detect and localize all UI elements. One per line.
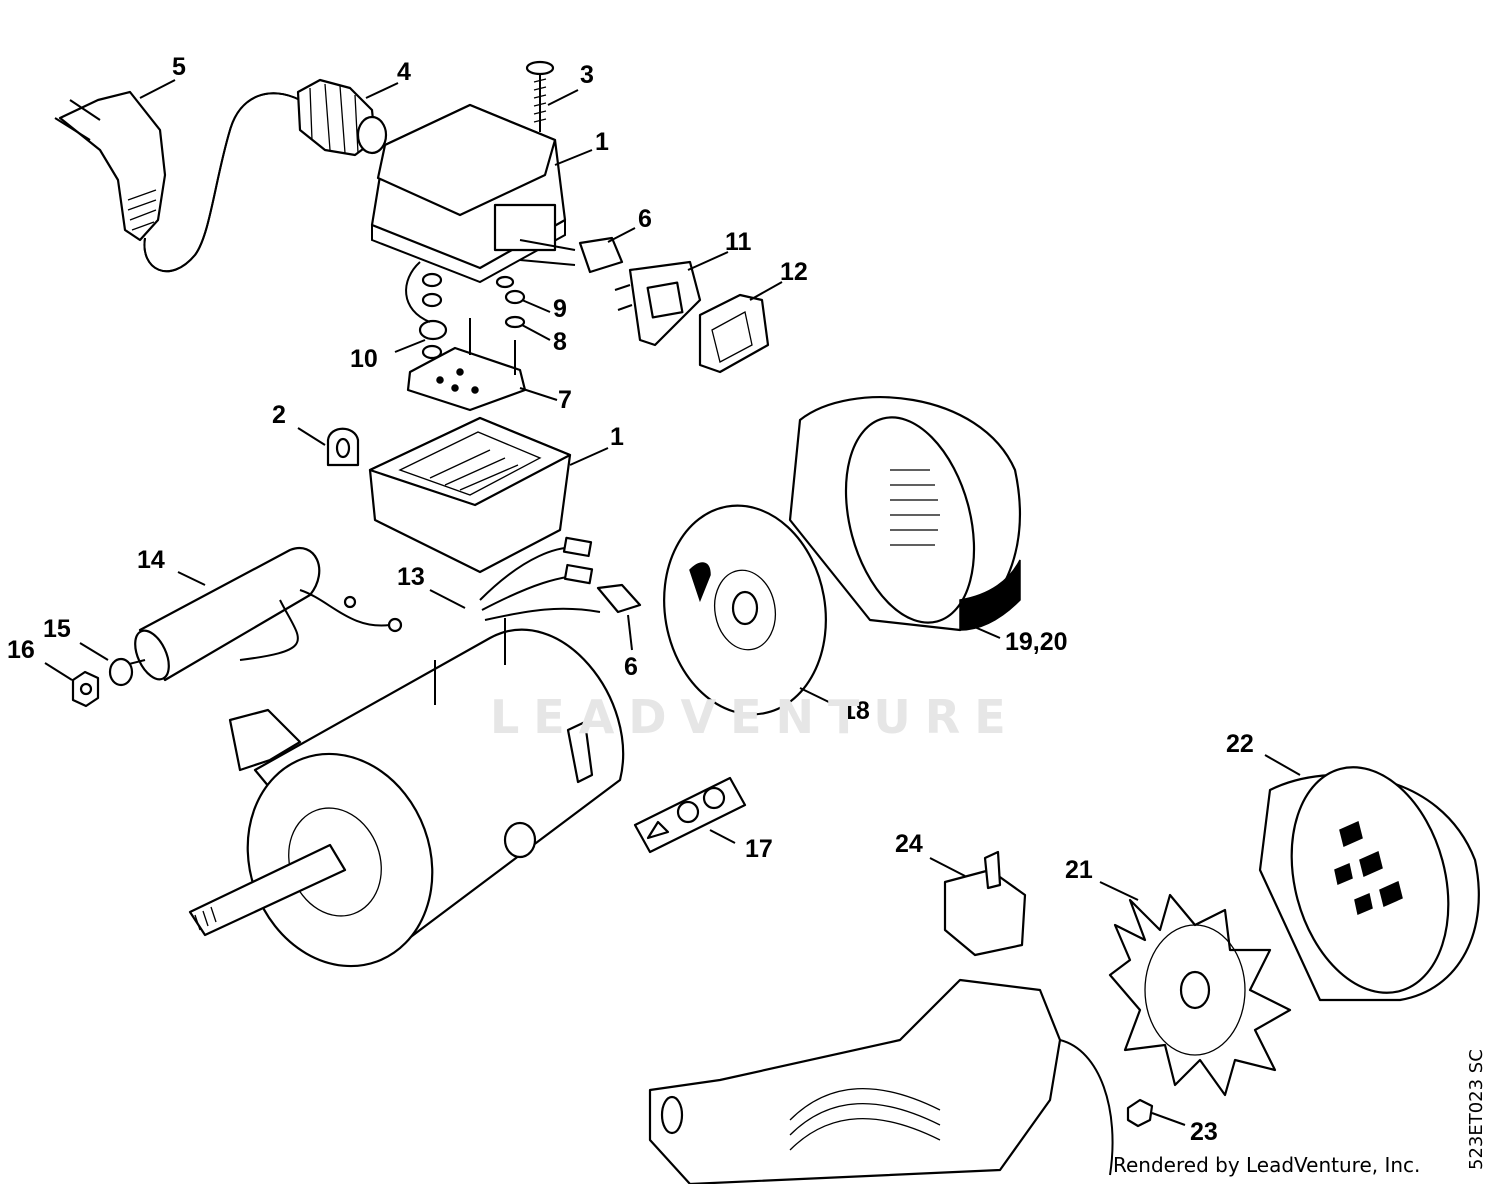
fan-wheel — [1108, 893, 1292, 1097]
callout-23: 23 — [1190, 1118, 1218, 1146]
callout-22: 22 — [1226, 730, 1254, 758]
grommet — [326, 427, 360, 467]
callout-9: 9 — [553, 295, 567, 323]
callout-21: 21 — [1065, 856, 1093, 884]
cable-gland — [296, 78, 388, 157]
small-screw — [1126, 1098, 1154, 1128]
callout-19-20: 19,20 — [1005, 628, 1068, 656]
switch-cover — [698, 293, 770, 374]
callout-10: 10 — [350, 345, 378, 373]
callout-24: 24 — [895, 830, 923, 858]
callout-7: 7 — [558, 386, 572, 414]
drawing-code: 523ET023 SC — [1466, 1049, 1487, 1170]
mains-plug — [54, 90, 301, 273]
terminal-box-base — [368, 416, 572, 574]
callout-13: 13 — [397, 563, 425, 591]
callout-6-lower: 6 — [624, 653, 638, 681]
terminal-box-cover — [370, 103, 567, 284]
hex-nut — [71, 670, 100, 708]
render-credit: Rendered by LeadVenture, Inc. — [1113, 1153, 1421, 1177]
callout-2: 2 — [272, 401, 286, 429]
callout-3: 3 — [580, 61, 594, 89]
callout-1-lower: 1 — [610, 423, 624, 451]
callout-leaders — [44, 79, 1301, 1126]
callout-5: 5 — [172, 53, 186, 81]
flat-connector-lower — [596, 583, 642, 614]
motor — [188, 618, 625, 968]
rocker-switch — [614, 260, 702, 347]
fan-housing — [788, 396, 1021, 632]
callout-12: 12 — [780, 258, 808, 286]
lock-washer — [108, 657, 134, 687]
callout-6-top: 6 — [638, 205, 652, 233]
callout-14: 14 — [137, 546, 165, 574]
cable-harness — [479, 536, 601, 621]
fan-cover — [1258, 766, 1480, 1002]
screw — [525, 60, 555, 132]
callout-8: 8 — [553, 328, 567, 356]
terminal-plate — [406, 318, 527, 412]
capacitor — [124, 547, 403, 682]
warning-label — [633, 776, 747, 854]
callout-4: 4 — [397, 58, 411, 86]
fan-pulley — [663, 504, 827, 716]
washers-and-nuts — [405, 261, 526, 360]
flat-connector — [519, 236, 624, 274]
callout-17: 17 — [745, 835, 773, 863]
callout-15: 15 — [43, 615, 71, 643]
callout-11: 11 — [725, 228, 752, 256]
callout-18: 18 — [842, 697, 870, 725]
callout-1-top: 1 — [595, 128, 609, 156]
watermark: LEADVENTURE — [490, 690, 1020, 744]
motor-housing — [648, 978, 1114, 1186]
toggle-switch — [943, 850, 1027, 957]
callout-16: 16 — [7, 636, 35, 664]
